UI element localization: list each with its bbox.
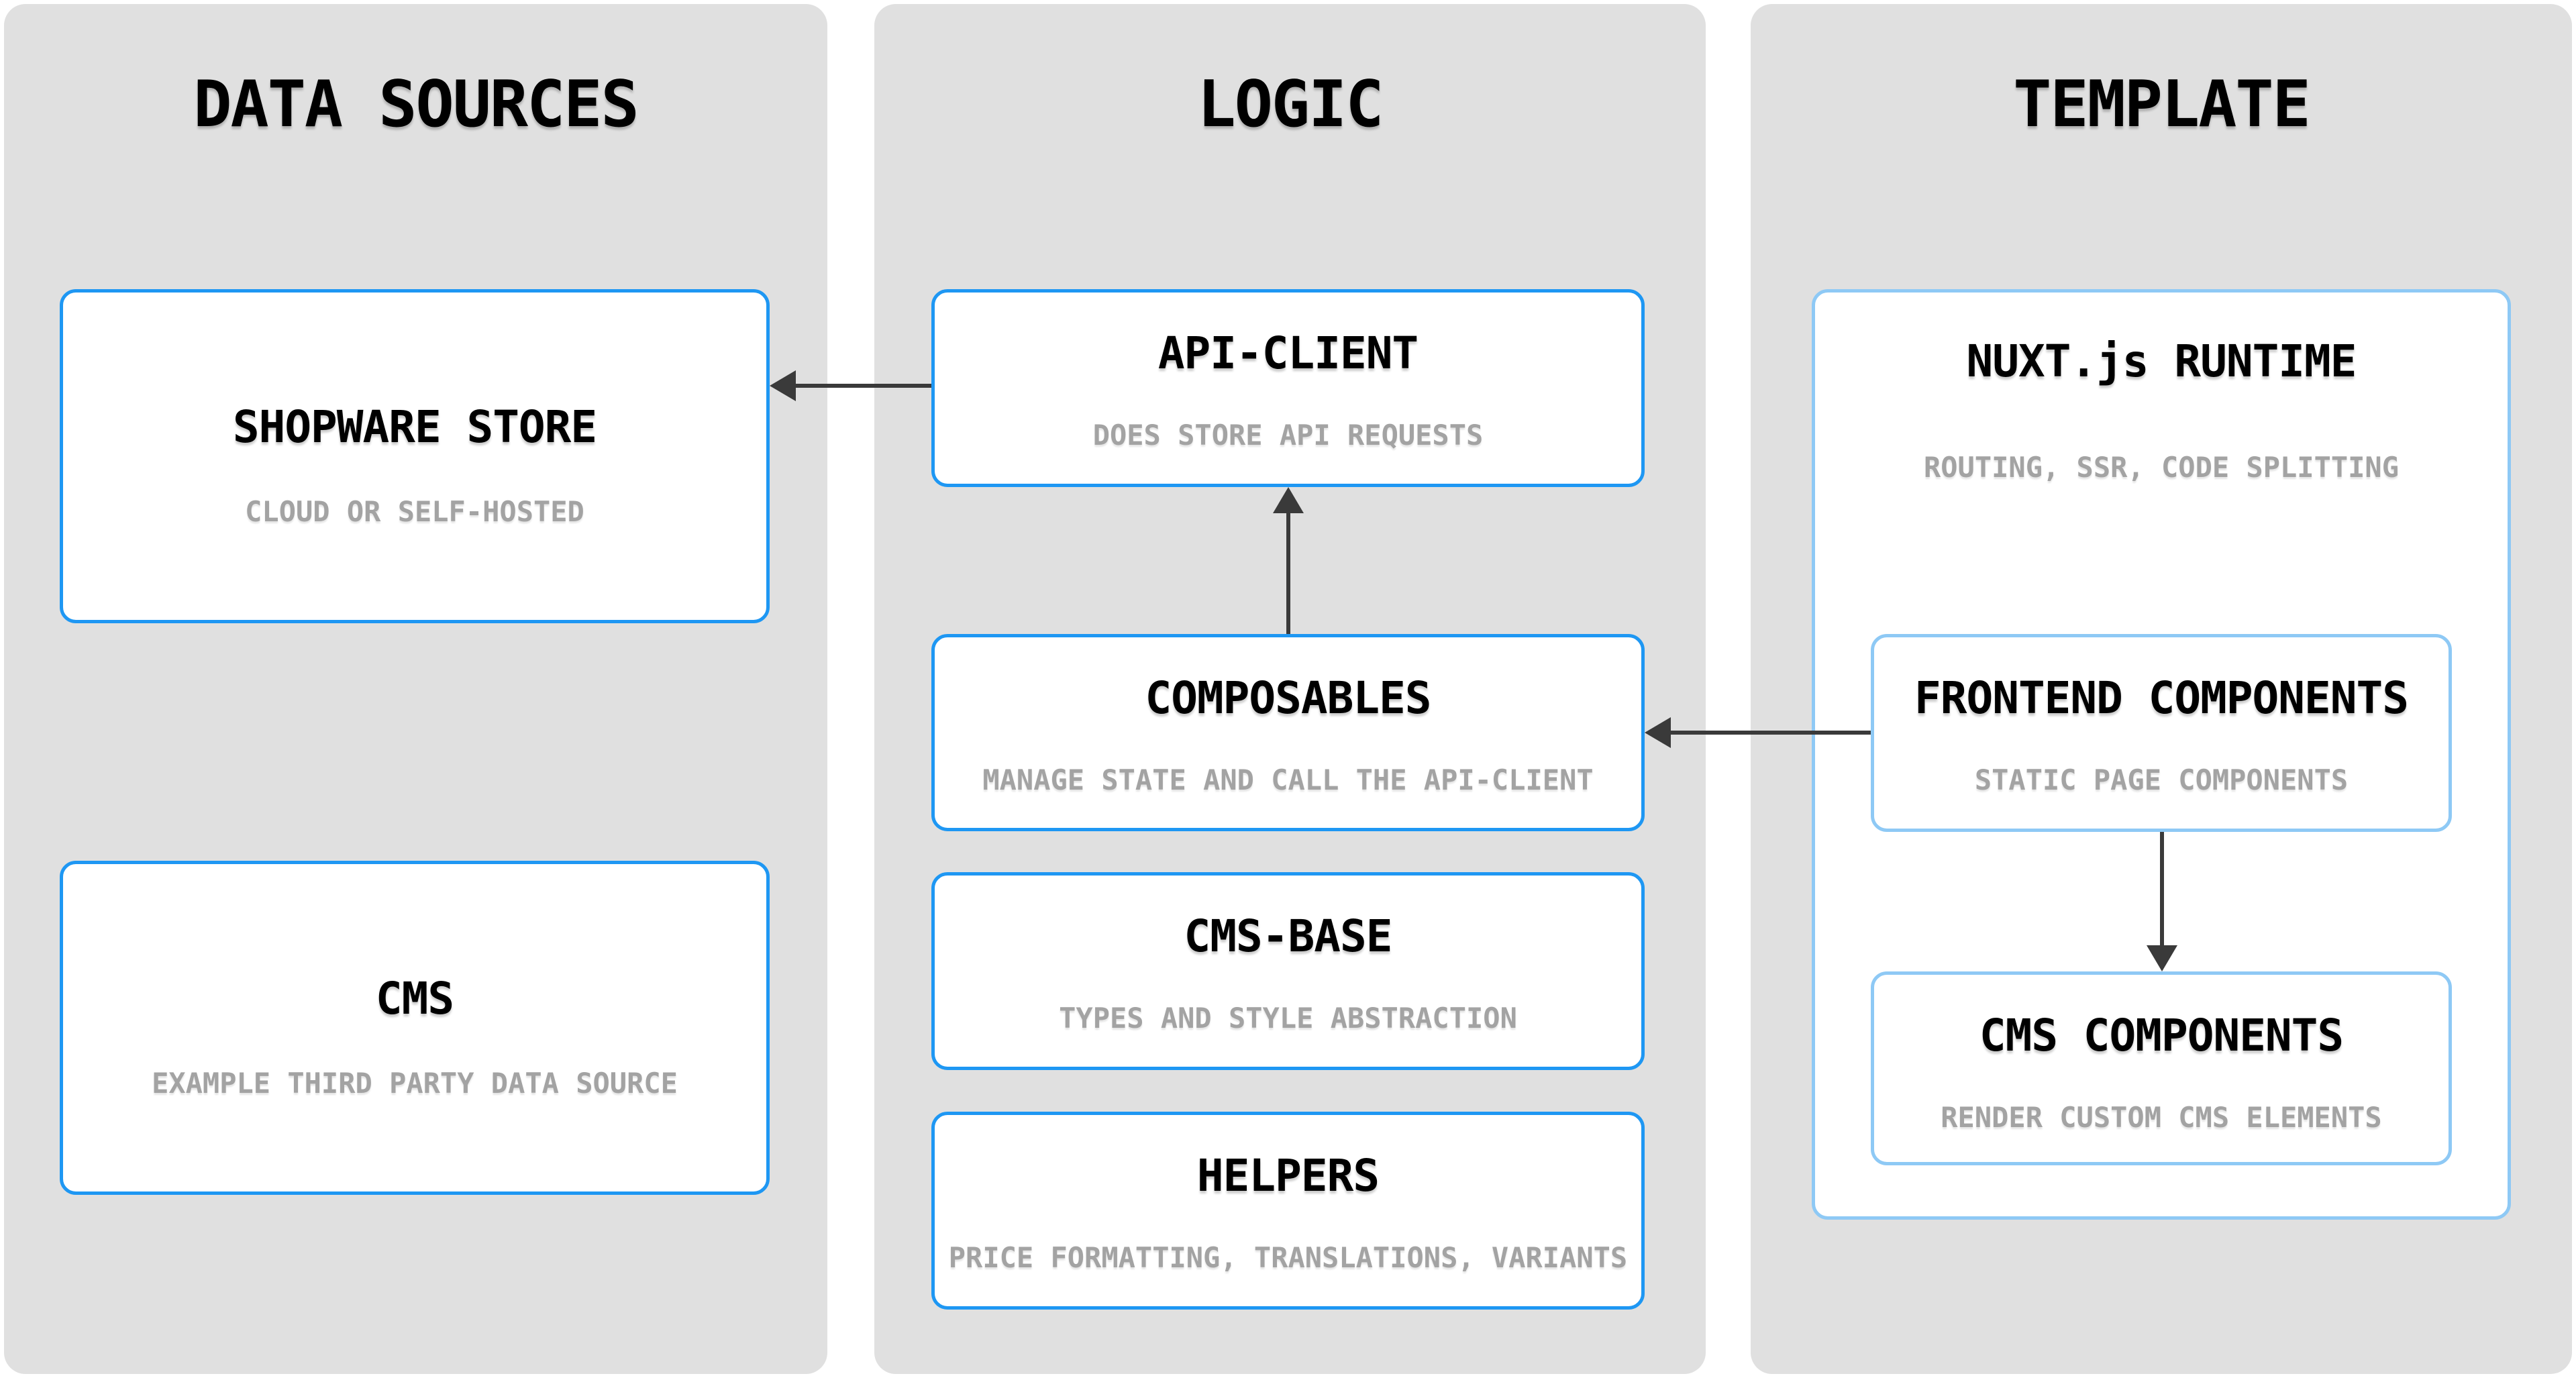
node-cms-base: CMS-BASE TYPES AND STYLE ABSTRACTION: [931, 872, 1645, 1070]
node-shopware-store-subtitle: CLOUD OR SELF-HOSTED: [245, 495, 584, 528]
node-cms-base-title: CMS-BASE: [1184, 910, 1393, 962]
node-nuxt-runtime-subtitle: ROUTING, SSR, CODE SPLITTING: [1923, 451, 2399, 484]
node-frontend-components: FRONTEND COMPONENTS STATIC PAGE COMPONEN…: [1871, 634, 2452, 832]
node-shopware-store-title: SHOPWARE STORE: [232, 401, 597, 453]
node-nuxt-runtime-title: NUXT.js RUNTIME: [1966, 335, 2357, 387]
node-cms-components-subtitle: RENDER CUSTOM CMS ELEMENTS: [1941, 1101, 2382, 1134]
node-helpers: HELPERS PRICE FORMATTING, TRANSLATIONS, …: [931, 1112, 1645, 1310]
node-cms-subtitle: EXAMPLE THIRD PARTY DATA SOURCE: [152, 1067, 678, 1100]
node-shopware-store: SHOPWARE STORE CLOUD OR SELF-HOSTED: [60, 289, 770, 623]
node-composables-subtitle: MANAGE STATE AND CALL THE API-CLIENT: [982, 763, 1594, 796]
node-cms-base-subtitle: TYPES AND STYLE ABSTRACTION: [1059, 1002, 1517, 1035]
panel-title-template: TEMPLATE: [2013, 68, 2311, 142]
panel-title-data-sources: DATA SOURCES: [193, 68, 639, 142]
node-cms: CMS EXAMPLE THIRD PARTY DATA SOURCE: [60, 861, 770, 1195]
panel-title-logic: LOGIC: [1197, 68, 1384, 142]
node-api-client-title: API-CLIENT: [1157, 327, 1419, 379]
node-frontend-components-subtitle: STATIC PAGE COMPONENTS: [1974, 763, 2349, 796]
node-api-client-subtitle: DOES STORE API REQUESTS: [1092, 419, 1484, 452]
node-helpers-title: HELPERS: [1196, 1150, 1380, 1202]
node-composables-title: COMPOSABLES: [1145, 672, 1431, 724]
node-cms-title: CMS: [375, 973, 454, 1024]
node-cms-components-title: CMS COMPONENTS: [1979, 1010, 2344, 1061]
node-api-client: API-CLIENT DOES STORE API REQUESTS: [931, 289, 1645, 487]
node-frontend-components-title: FRONTEND COMPONENTS: [1914, 672, 2409, 724]
node-helpers-subtitle: PRICE FORMATTING, TRANSLATIONS, VARIANTS: [948, 1241, 1628, 1274]
node-composables: COMPOSABLES MANAGE STATE AND CALL THE AP…: [931, 634, 1645, 831]
node-cms-components: CMS COMPONENTS RENDER CUSTOM CMS ELEMENT…: [1871, 971, 2452, 1165]
